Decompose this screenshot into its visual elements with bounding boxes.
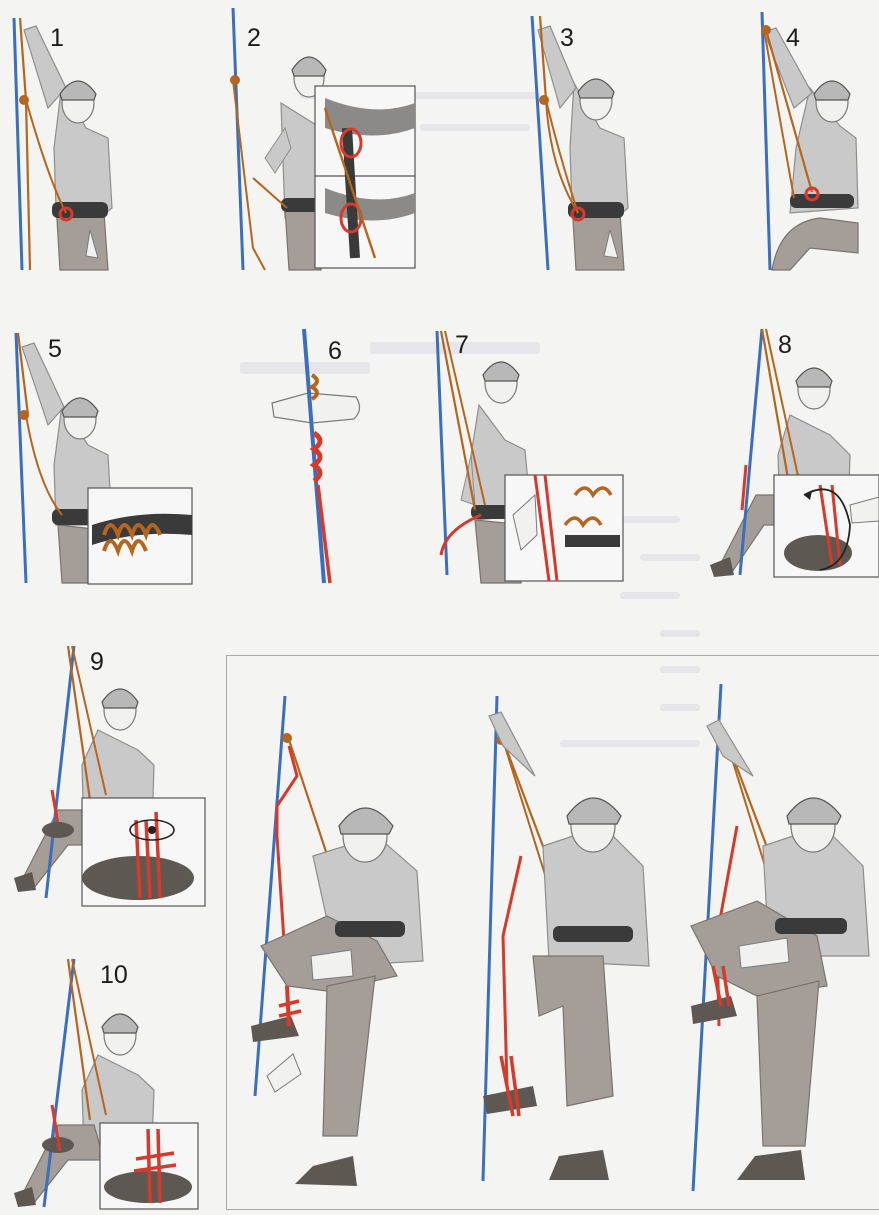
standing-climber-sequence [227, 656, 879, 1211]
climber-figure [8, 640, 208, 912]
step-2-illustration: 2 [225, 8, 420, 270]
step-7-illustration: 7 [425, 325, 630, 587]
climber-figure [225, 8, 420, 270]
prusik-knot-closeup [268, 325, 378, 587]
climber-figure [8, 8, 128, 270]
step-1-illustration: 1 [8, 8, 128, 270]
step-8-illustration: 8 [700, 325, 879, 587]
climber-figure [700, 325, 879, 587]
step-4-illustration: 4 [750, 8, 870, 270]
step-6-illustration: 6 [268, 325, 378, 587]
step-3-illustration: 3 [520, 8, 650, 270]
step-10-illustration: 10 [8, 945, 208, 1213]
climber-figure [750, 8, 870, 270]
step-9-illustration: 9 [8, 640, 208, 912]
large-figures-panel [226, 655, 879, 1210]
climber-figure [425, 325, 630, 587]
step-5-illustration: 5 [8, 325, 198, 587]
figure-b [483, 696, 649, 1181]
climber-figure [520, 8, 650, 270]
climber-figure [8, 325, 198, 587]
figure-a [251, 696, 423, 1186]
climber-figure [8, 945, 208, 1213]
figure-c [691, 684, 869, 1191]
